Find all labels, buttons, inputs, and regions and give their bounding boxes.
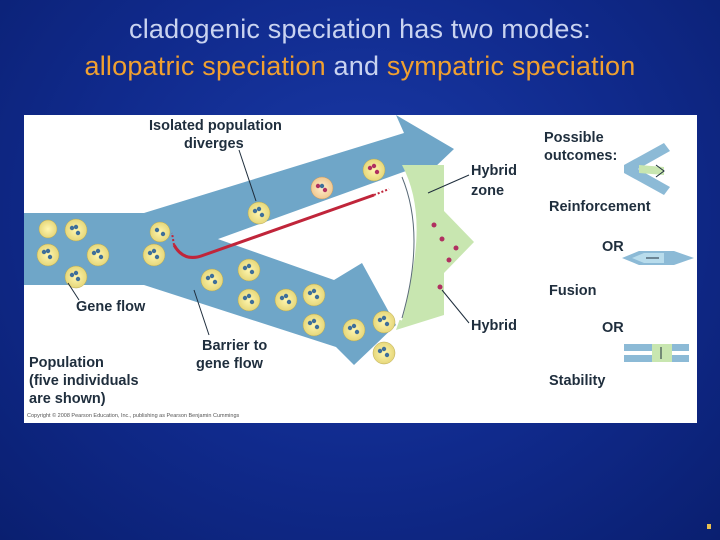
label-barrier-1: Barrier to bbox=[202, 338, 267, 354]
outcome-fusion: Fusion bbox=[549, 283, 597, 299]
or-label-2: OR bbox=[602, 320, 624, 336]
leader-lines bbox=[67, 149, 470, 336]
label-gene-flow: Gene flow bbox=[76, 299, 146, 315]
outcome-reinforcement: Reinforcement bbox=[549, 199, 651, 215]
hybrid-zone-band bbox=[396, 165, 474, 330]
label-hybrid-zone-2: zone bbox=[471, 183, 504, 199]
speciation-figure: Isolated population diverges Hybrid zone… bbox=[24, 115, 697, 423]
outcomes-heading-2: outcomes: bbox=[544, 148, 617, 164]
slide-title-line1: cladogenic speciation has two modes: bbox=[129, 14, 591, 44]
label-population-1: Population bbox=[29, 355, 104, 371]
label-population-2: (five individuals bbox=[29, 373, 139, 389]
outcomes-heading-1: Possible bbox=[544, 130, 604, 146]
label-isolated-2: diverges bbox=[184, 136, 244, 152]
slide-corner-mark bbox=[707, 524, 711, 529]
population-cells bbox=[36, 158, 459, 365]
outcome-stability: Stability bbox=[549, 373, 605, 389]
upper-population-arrow bbox=[144, 115, 454, 255]
term-allopatric: allopatric speciation bbox=[84, 51, 326, 81]
fusion-icon bbox=[622, 251, 694, 265]
label-hybrid-zone-1: Hybrid bbox=[471, 163, 517, 179]
title-and: and bbox=[325, 51, 387, 81]
slide-title-line2: allopatric speciation and sympatric spec… bbox=[0, 50, 720, 83]
label-population-3: are shown) bbox=[29, 391, 106, 407]
hybrid-zone-arc bbox=[398, 174, 414, 321]
speciation-diagram: Isolated population diverges Hybrid zone… bbox=[24, 115, 697, 423]
outcomes-panel bbox=[529, 115, 697, 423]
stability-icon bbox=[624, 344, 689, 362]
copyright-note: Copyright © 2008 Pearson Education, Inc.… bbox=[27, 412, 240, 419]
label-isolated-1: Isolated population bbox=[149, 118, 282, 134]
label-barrier-2: gene flow bbox=[196, 356, 264, 372]
barrier-line bbox=[172, 193, 375, 259]
reinforcement-icon bbox=[624, 143, 670, 195]
label-hybrid: Hybrid bbox=[471, 318, 517, 334]
term-sympatric: sympatric speciation bbox=[386, 51, 636, 81]
or-label-1: OR bbox=[602, 239, 624, 255]
